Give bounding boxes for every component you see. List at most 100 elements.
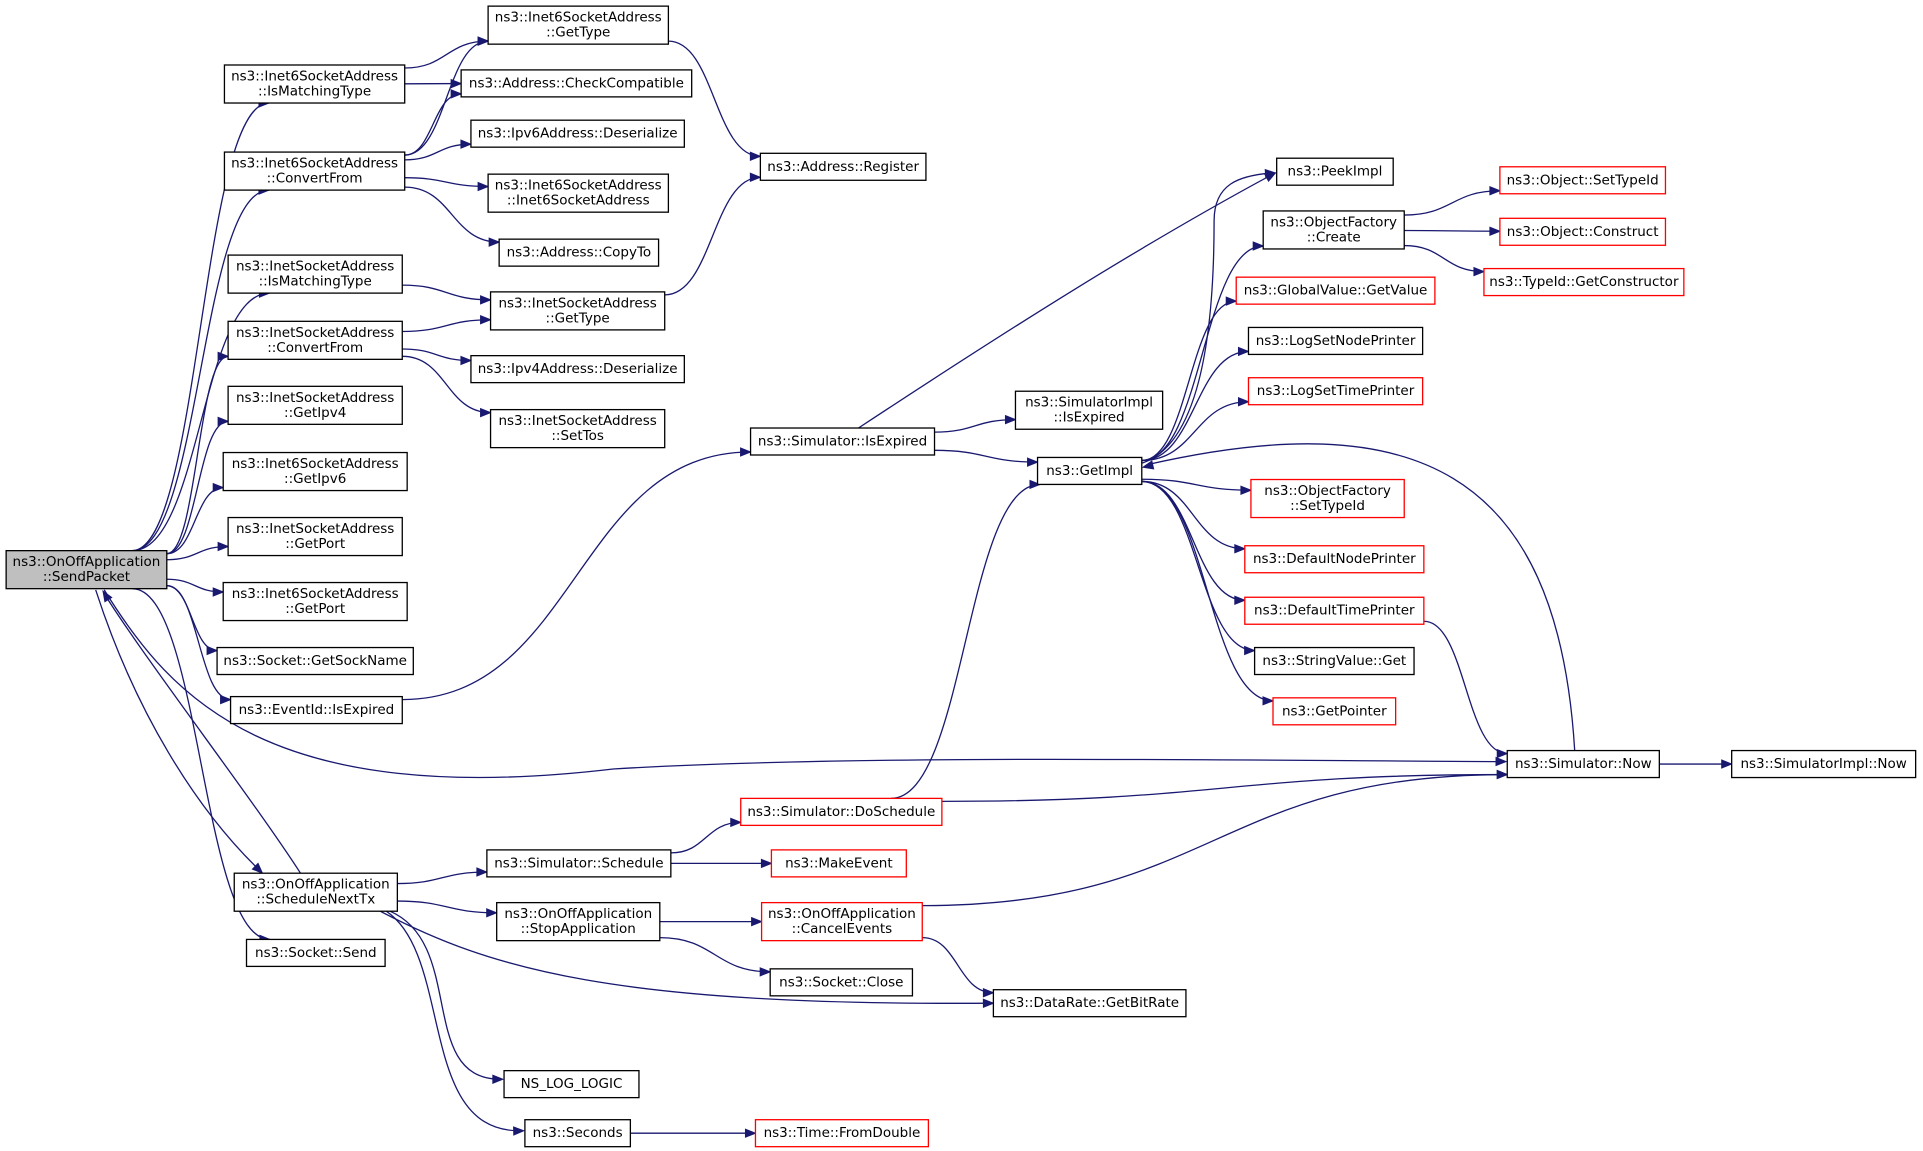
node-label: ns3::DefaultTimePrinter — [1254, 603, 1415, 619]
node-label: ns3::GetImpl — [1046, 463, 1133, 479]
edge-line — [858, 173, 1274, 429]
edge-line — [166, 355, 229, 555]
node-addr-checkcompat[interactable]: ns3::Address::CheckCompatible — [460, 69, 693, 98]
edge-line — [402, 284, 491, 301]
node-simimpl-now[interactable]: ns3::SimulatorImpl::Now — [1731, 749, 1917, 779]
node-defaultnodeprinter[interactable]: ns3::DefaultNodePrinter — [1244, 545, 1425, 574]
edge-i6_convertfrom-to-ipv6_deser — [404, 139, 473, 161]
node-i6-gettype[interactable]: ns3::Inet6SocketAddress::GetType — [487, 5, 670, 45]
node-ipv6-deser[interactable]: ns3::Ipv6Address::Deserialize — [470, 119, 685, 148]
node-label: ns3::Socket::GetSockName — [223, 653, 407, 669]
call-edges — [95, 36, 1734, 1138]
edge-sim_isexpired-to-simimpl_isexpired — [934, 414, 1017, 433]
node-time-fromdouble[interactable]: ns3::Time::FromDouble — [754, 1119, 930, 1148]
arrowhead-icon — [102, 589, 113, 603]
edge-line — [922, 773, 1508, 907]
node-getimpl[interactable]: ns3::GetImpl — [1036, 456, 1143, 486]
edge-sim_schedule-to-sim_doschedule — [670, 817, 743, 854]
arrowhead-icon — [251, 862, 264, 875]
node-sim-schedule[interactable]: ns3::Simulator::Schedule — [486, 849, 672, 878]
edge-getimpl-to-peekimpl — [1140, 168, 1277, 465]
edge-line — [1404, 229, 1500, 232]
node-i4-gettype[interactable]: ns3::InetSocketAddress::GetType — [489, 291, 666, 331]
node-logsettimeprinter[interactable]: ns3::LogSetTimePrinter — [1247, 377, 1424, 406]
node-label: ns3::LogSetTimePrinter — [1257, 383, 1415, 399]
node-i4-getipv4[interactable]: ns3::InetSocketAddress::GetIpv4 — [227, 385, 403, 425]
arrowhead-icon — [206, 645, 219, 656]
node-onoff-stopapp[interactable]: ns3::OnOffApplication::StopApplication — [496, 901, 661, 942]
node-getpointer[interactable]: ns3::GetPointer — [1272, 697, 1397, 726]
node-defaulttimeprinter[interactable]: ns3::DefaultTimePrinter — [1244, 596, 1425, 625]
edge-line — [659, 937, 771, 973]
edge-i4_convertfrom-to-i4_settos — [402, 355, 492, 418]
node-objfactory-settypeid[interactable]: ns3::ObjectFactory::SetTypeId — [1250, 478, 1405, 519]
node-eventid-isexpired[interactable]: ns3::EventId::IsExpired — [229, 695, 403, 725]
edge-onoff_schednext-to-onoff_stopapp — [397, 900, 499, 918]
node-makeevent[interactable]: ns3::MakeEvent — [770, 849, 907, 878]
arrowhead-icon — [1237, 346, 1250, 357]
node-typeid-getctor[interactable]: ns3::TypeId::GetConstructor — [1483, 267, 1685, 297]
node-stringvalue-get[interactable]: ns3::StringValue::Get — [1253, 646, 1415, 676]
edge-i6_convertfrom-to-i6_gettype — [404, 36, 490, 156]
node-i6-ismatch[interactable]: ns3::Inet6SocketAddress::IsMatchingType — [223, 64, 406, 104]
node-i4-convertfrom[interactable]: ns3::InetSocketAddress::ConvertFrom — [227, 320, 403, 360]
node-i6-getipv6[interactable]: ns3::Inet6SocketAddress::GetIpv6 — [222, 451, 408, 492]
node-i4-getport[interactable]: ns3::InetSocketAddress::GetPort — [227, 516, 403, 557]
arrowhead-icon — [217, 416, 230, 427]
node-ipv4-deser[interactable]: ns3::Ipv4Address::Deserialize — [470, 355, 685, 384]
arrowhead-icon — [1244, 645, 1256, 656]
node-box — [1247, 377, 1424, 406]
node-i6-ctor[interactable]: ns3::Inet6SocketAddress::Inet6SocketAddr… — [487, 173, 670, 213]
node-simimpl-isexpired[interactable]: ns3::SimulatorImpl::IsExpired — [1014, 390, 1164, 430]
node-box — [222, 451, 408, 492]
node-addr-copyto[interactable]: ns3::Address::CopyTo — [498, 238, 660, 267]
node-datarate-getbitrate[interactable]: ns3::DataRate::GetBitRate — [992, 989, 1187, 1018]
edge-i4_convertfrom-to-i4_gettype — [402, 314, 492, 333]
arrowhead-icon — [476, 867, 489, 877]
node-onoff-schednext[interactable]: ns3::OnOffApplication::ScheduleNextTx — [233, 872, 399, 912]
node-peekimpl[interactable]: ns3::PeekImpl — [1276, 157, 1394, 186]
node-sim-isexpired[interactable]: ns3::Simulator::IsExpired — [749, 427, 936, 456]
node-obj-construct[interactable]: ns3::Object::Construct — [1499, 217, 1667, 246]
edge-i4_ismatch-to-i4_gettype — [402, 284, 492, 305]
node-i4-ismatch[interactable]: ns3::InetSocketAddress::IsMatchingType — [227, 254, 403, 294]
node-label: ns3::Simulator::Now — [1515, 756, 1652, 772]
node-box — [486, 849, 672, 878]
node-sim-doschedule[interactable]: ns3::Simulator::DoSchedule — [740, 797, 943, 827]
node-i4-settos[interactable]: ns3::InetSocketAddress::SetTos — [489, 408, 666, 449]
edge-sim_isexpired-to-peekimpl — [858, 172, 1277, 429]
node-ns-log-logic[interactable]: NS_LOG_LOGIC — [503, 1069, 640, 1099]
node-sim-now[interactable]: ns3::Simulator::Now — [1506, 749, 1660, 779]
node-globalvalue-getvalue[interactable]: ns3::GlobalValue::GetValue — [1235, 276, 1436, 305]
arrowhead-icon — [460, 355, 473, 366]
arrowhead-icon — [982, 987, 995, 998]
edge-line — [379, 910, 991, 1004]
node-seconds[interactable]: ns3::Seconds — [524, 1119, 632, 1148]
node-sock-getsockname[interactable]: ns3::Socket::GetSockName — [216, 646, 414, 676]
node-label: ns3::InetSocketAddress — [236, 325, 394, 341]
node-box — [760, 901, 923, 942]
arrowhead-icon — [1004, 414, 1017, 425]
node-sock-close[interactable]: ns3::Socket::Close — [769, 968, 914, 997]
arrowhead-icon — [480, 314, 492, 325]
node-objfactory-create[interactable]: ns3::ObjectFactory::Create — [1262, 210, 1405, 250]
node-sock-send[interactable]: ns3::Socket::Send — [245, 938, 386, 968]
node-label: ns3::OnOffApplication — [504, 906, 652, 922]
node-addr-register[interactable]: ns3::Address::Register — [759, 152, 927, 181]
node-label: ns3::InetSocketAddress — [236, 521, 394, 537]
node-box — [245, 938, 386, 968]
node-label: ns3::Seconds — [533, 1125, 623, 1141]
arrowhead-icon — [759, 967, 772, 977]
edge-defaulttimeprinter-to-sim_now — [1423, 620, 1509, 759]
node-logsetnodeprinter[interactable]: ns3::LogSetNodePrinter — [1247, 326, 1424, 356]
arrowhead-icon — [212, 482, 225, 493]
arrowhead-icon — [1252, 241, 1265, 251]
node-obj-settypeid[interactable]: ns3::Object::SetTypeId — [1499, 166, 1667, 195]
edge-getimpl-to-defaultnodeprinter — [1141, 480, 1247, 554]
node-i6-convertfrom[interactable]: ns3::Inet6SocketAddress::ConvertFrom — [223, 151, 406, 191]
arrowhead-icon — [730, 817, 743, 828]
node-i6-getport[interactable]: ns3::Inet6SocketAddress::GetPort — [222, 581, 408, 622]
edge-line — [1141, 300, 1237, 462]
node-onoff-cancelevents[interactable]: ns3::OnOffApplication::CancelEvents — [760, 901, 923, 942]
